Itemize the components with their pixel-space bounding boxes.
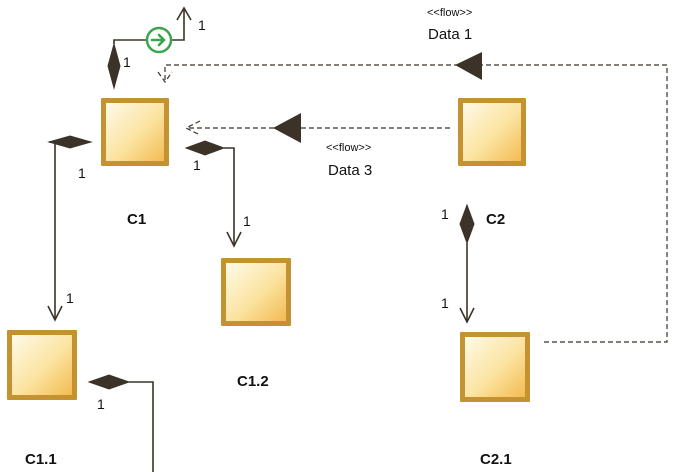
flow-data-3[interactable] xyxy=(184,113,450,143)
flow-label-data-3: Data 3 xyxy=(328,162,372,179)
multiplicity-label: 1 xyxy=(78,165,86,181)
node-label-c2-1: C2.1 xyxy=(480,451,512,468)
association-c2-c2-1[interactable] xyxy=(459,203,475,324)
flow-label-data-1: Data 1 xyxy=(428,26,472,43)
multiplicity-label: 1 xyxy=(66,290,74,306)
multiplicity-label: 1 xyxy=(243,213,251,229)
multiplicity-label: 1 xyxy=(193,157,201,173)
multiplicity-label: 1 xyxy=(123,54,131,70)
association-c1-top[interactable] xyxy=(107,6,192,90)
node-label-c2: C2 xyxy=(486,211,505,228)
class-box-c2[interactable] xyxy=(458,98,526,166)
multiplicity-label: 1 xyxy=(441,206,449,222)
flow-stereotype-label: <<flow>> xyxy=(427,7,472,19)
multiplicity-label: 1 xyxy=(198,17,206,33)
association-c1-1-out[interactable] xyxy=(87,374,154,472)
node-label-c1-1: C1.1 xyxy=(25,451,57,468)
class-box-c1-2[interactable] xyxy=(221,258,291,326)
node-label-c1: C1 xyxy=(127,211,146,228)
flow-data-1[interactable] xyxy=(157,52,668,343)
multiplicity-label: 1 xyxy=(97,396,105,412)
association-c1-c1-1[interactable] xyxy=(47,135,93,322)
flow-stereotype-label: <<flow>> xyxy=(326,142,371,154)
navigate-arrow-icon[interactable] xyxy=(145,26,173,54)
multiplicity-label: 1 xyxy=(441,295,449,311)
class-box-c1-1[interactable] xyxy=(7,330,77,400)
association-c1-c1-2[interactable] xyxy=(184,140,242,248)
node-label-c1-2: C1.2 xyxy=(237,373,269,390)
class-box-c1[interactable] xyxy=(101,98,169,166)
class-box-c2-1[interactable] xyxy=(460,332,530,402)
